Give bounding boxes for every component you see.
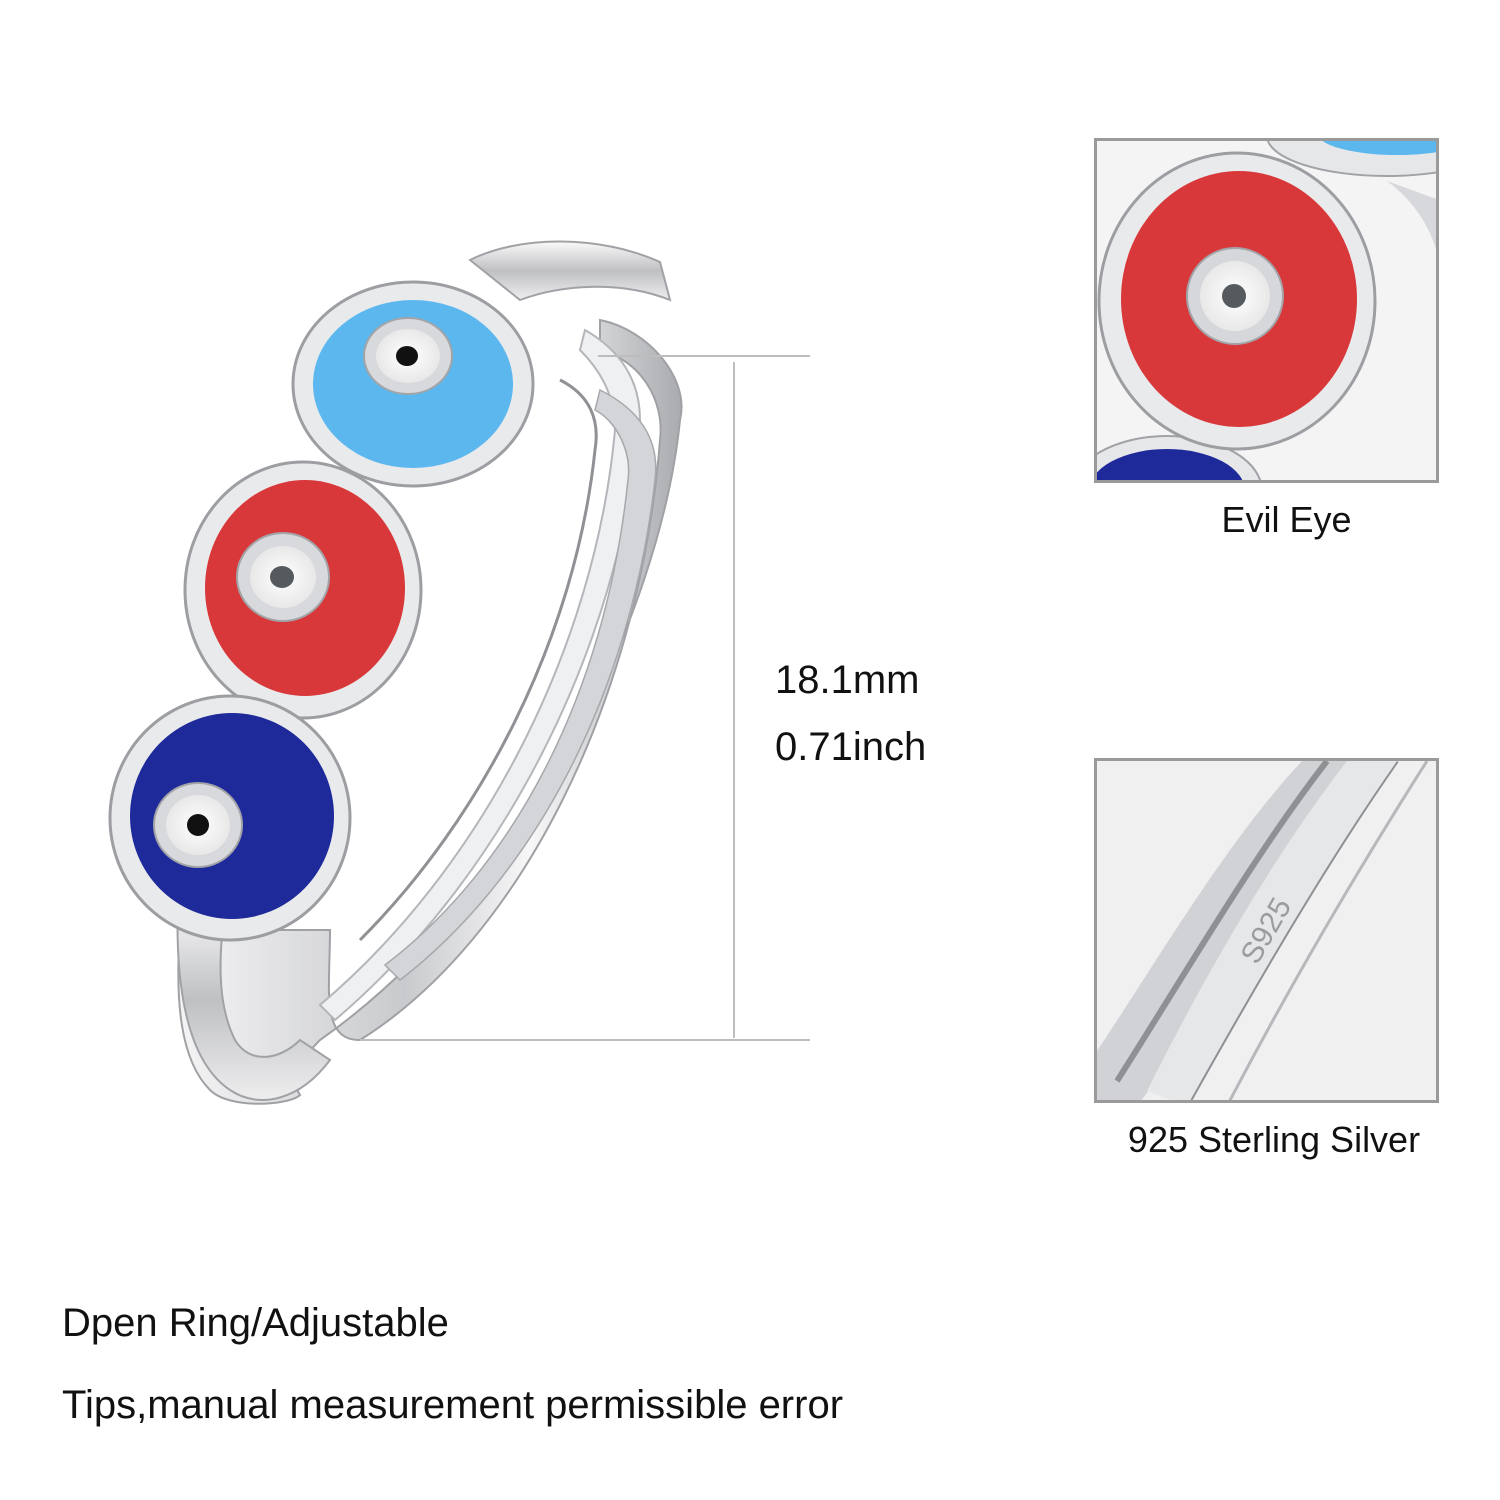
open-ring-note: Dpen Ring/Adjustable [62, 1301, 449, 1345]
sterling-silver-caption: 925 Sterling Silver [1127, 1119, 1421, 1160]
height-mm-label: 18.1mm [775, 658, 920, 702]
sterling-silver-closeup-image: S925 [1097, 761, 1436, 1100]
sterling-silver-closeup: S925 [1094, 758, 1439, 1103]
evil-eye-caption: Evil Eye [1221, 499, 1352, 540]
evil-eye-closeup [1094, 138, 1439, 483]
light-blue-evil-eye [291, 280, 535, 488]
ring-back-band [468, 240, 672, 302]
ring-groove-line [358, 378, 598, 942]
measurement-tips-note: Tips,manual measurement permissible erro… [62, 1383, 844, 1427]
evil-eye-closeup-image [1097, 141, 1436, 480]
red-evil-eye [183, 460, 423, 720]
ring-open-end [383, 388, 657, 981]
navy-evil-eye [108, 694, 352, 942]
ring-bottom-band [176, 898, 332, 1101]
height-inch-label: 0.71inch [775, 725, 927, 769]
measurement-guide [360, 355, 810, 1041]
